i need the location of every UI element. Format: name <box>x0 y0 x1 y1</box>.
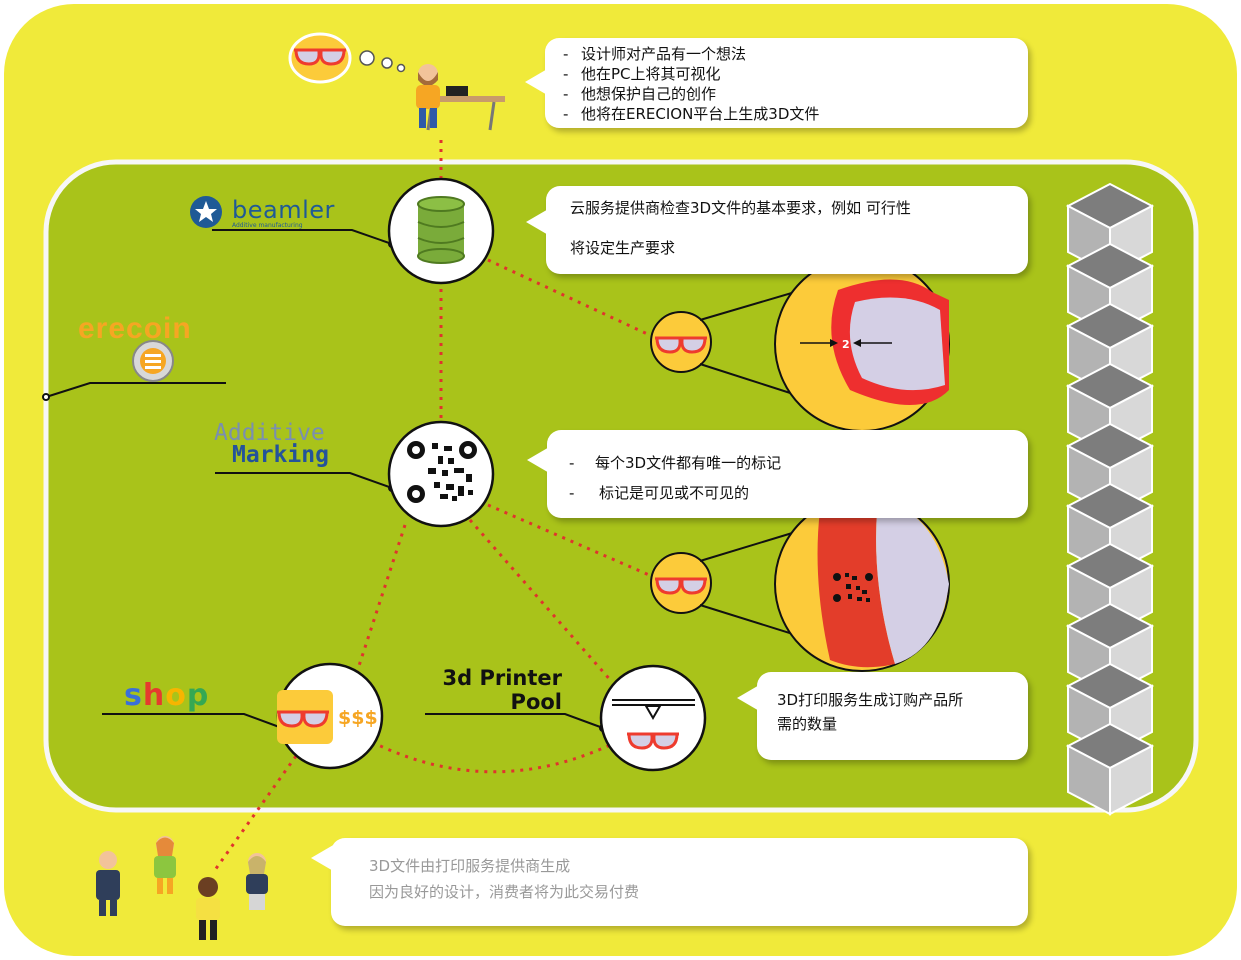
consumer-bubble: 3D文件由打印服务提供商生成 因为良好的设计，消费者将为此交易付费 <box>311 838 1028 926</box>
connector-lines <box>213 140 657 871</box>
beamler-tagline: Additive manufacturing <box>232 222 303 229</box>
printer-pool-line2: Pool <box>510 690 562 714</box>
printing-line: 需的数量 <box>777 715 838 733</box>
printer-node <box>599 664 707 772</box>
blockchain-cubes <box>1067 183 1153 815</box>
beamler-logo: beamler Additive manufacturing <box>232 196 372 229</box>
zoom-marking <box>650 496 950 672</box>
marking-node <box>387 420 495 528</box>
printing-bubble: 3D打印服务生成订购产品所 需的数量 <box>737 672 1028 760</box>
shop-logo: shop <box>124 678 210 713</box>
thickness-value: 2 <box>842 338 850 351</box>
consumer-line: 因为良好的设计，消费者将为此交易付费 <box>369 883 640 901</box>
cloud-line: 将设定生产要求 <box>570 239 676 257</box>
beamler-star-icon <box>190 196 222 228</box>
designer-line: 设计师对产品有一个想法 <box>559 44 1014 64</box>
marking-bubble: 每个3D文件都有唯一的标记 标记是可见或不可见的 <box>527 430 1028 518</box>
marking-line: 标记是可见或不可见的 <box>565 478 1010 508</box>
printer-pool-line1: 3d Printer <box>442 666 563 690</box>
zoom-thickness: 2 <box>650 256 950 432</box>
printer-pool-logo: 3d Printer Pool <box>420 666 563 714</box>
designer-line: 他在PC上将其可视化 <box>559 64 1014 84</box>
designer-figure <box>288 32 505 131</box>
additive-word: Additive <box>214 420 325 446</box>
beamler-wordmark: beamler <box>232 196 335 224</box>
designer-bubble: 设计师对产品有一个想法 他在PC上将其可视化 他想保护自己的创作 他将在EREC… <box>525 38 1028 128</box>
consumer-line: 3D文件由打印服务提供商生成 <box>369 857 571 875</box>
additive-marking-logo: Additive Marking <box>214 420 329 468</box>
shop-node: $$$ <box>275 662 384 770</box>
marking-line: 每个3D文件都有唯一的标记 <box>565 448 1010 478</box>
cloud-line: 云服务提供商检查3D文件的基本要求，例如 可行性 <box>570 199 911 217</box>
erecoin-logo: erecoin <box>78 312 192 345</box>
cloud-bubble: 云服务提供商检查3D文件的基本要求，例如 可行性 将设定生产要求 <box>526 186 1028 274</box>
marking-word: Marking <box>232 442 329 468</box>
designer-line: 他想保护自己的创作 <box>559 84 1014 104</box>
price-label: $$$ <box>338 707 378 729</box>
consumers-figure <box>96 836 268 940</box>
cloud-service-node <box>387 177 495 285</box>
printing-line: 3D打印服务生成订购产品所 <box>777 691 964 709</box>
erecoin-coin-icon <box>132 340 174 382</box>
designer-line: 他将在ERECION平台上生成3D文件 <box>559 104 1014 124</box>
